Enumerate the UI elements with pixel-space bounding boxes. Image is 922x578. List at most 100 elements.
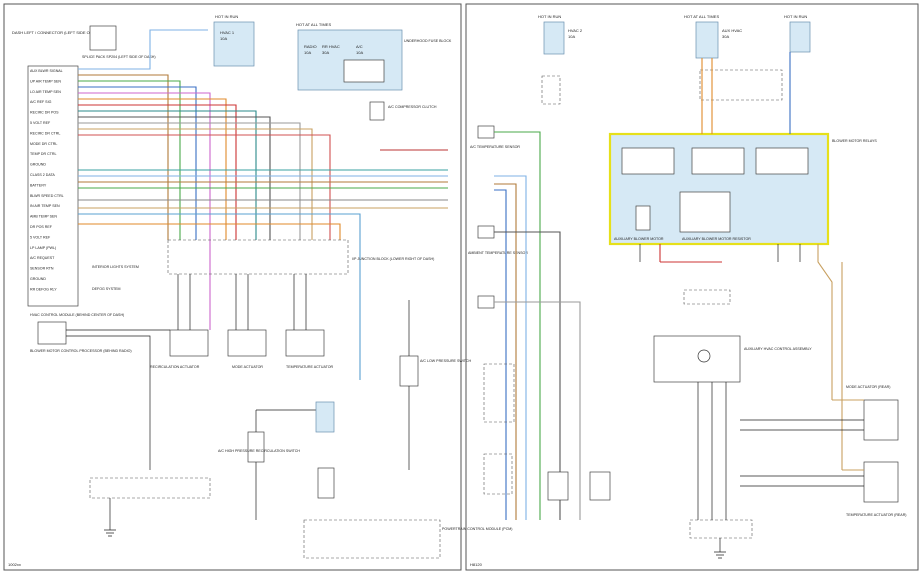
aux-hvac-label: AUXILIARY HVAC CONTROL ASSEMBLY — [744, 347, 812, 351]
low-speed-relay — [755, 147, 809, 175]
underhood-fuse-lower — [315, 401, 335, 433]
ac-clutch-label: A/C COMPRESSOR CLUTCH — [388, 105, 437, 109]
hvac-pin-label: SENSOR RTN — [30, 267, 54, 271]
lower-temp-sensor — [477, 125, 495, 139]
hvac-pin-label: IN AIR TEMP SEN — [30, 204, 60, 208]
hvac-pin-label: GROUND — [30, 163, 46, 167]
fuse-box-hvac2 — [543, 21, 565, 55]
fuse-ac-amp: 10A — [356, 50, 363, 55]
rear-temp-label: TEMPERATURE ACTUATOR (REAR) — [846, 513, 907, 517]
high-speed-relay — [621, 147, 675, 175]
rear-actuator-wires — [740, 399, 864, 487]
hvac-pin-label: RECIRC DR POS — [30, 111, 59, 115]
temp-label: TEMPERATURE ACTUATOR — [286, 365, 334, 369]
relay-feed-wires — [639, 52, 843, 470]
body-connector-left — [541, 75, 561, 105]
hvac-pin-label: DR POS REF — [30, 225, 53, 229]
high-pressure-wires — [255, 409, 320, 520]
underhood-fuse-label: UNDERHOOD FUSE BLOCK — [404, 39, 452, 43]
hvac-pin-label: MODE DR CTRL — [30, 142, 57, 146]
ambient-sensor-2 — [589, 471, 611, 501]
fuse-rrhvac-name: RR HVAC — [322, 44, 340, 49]
splice-pack — [89, 25, 117, 51]
actuators: RECIRCULATION ACTUATOR MODE ACTUATOR TEM… — [150, 274, 334, 369]
ac-high-press-label: A/C HIGH PRESSURE RECIRCULATION SWITCH — [218, 449, 300, 453]
aux-hvac-control-assembly — [653, 335, 741, 383]
aux-blower-resistor — [679, 191, 731, 233]
hvac-pin-label: AUX BLWR SIGNAL — [30, 69, 63, 73]
dash-connector-label: DASH LEFT / CONNECTOR (LEFT SIDE OF DASH… — [12, 30, 106, 35]
blower-control-wires — [66, 329, 170, 470]
interior-lights-connector — [683, 289, 731, 305]
defog-label: DEFOG SYSTEM — [92, 287, 121, 291]
hot-in-run-label-3: HOT IN RUN — [784, 14, 807, 19]
hvac-pin-label: TEMP DR CTRL — [30, 152, 57, 156]
sensor-wires — [494, 131, 581, 520]
aux-blower-motor — [635, 205, 651, 231]
ip-connector-top-right — [699, 69, 783, 101]
fuse-box-hvac1 — [213, 21, 255, 67]
splice-label: SPLICE PACK SP204 (LEFT SIDE OF DASH) — [82, 55, 156, 59]
fuse-hvac1-name: HVAC 1 — [220, 30, 235, 35]
pcm-block — [303, 519, 441, 559]
ac-high-pressure-switch — [247, 431, 265, 463]
mode-actuator — [227, 329, 267, 357]
hvac-pin-label: A/C REF SIG — [30, 100, 52, 104]
fuse-ac-name: A/C — [356, 44, 363, 49]
pcm-label: POWERTRAIN CONTROL MODULE (PCM) — [442, 527, 512, 531]
left-figure-number: 1002xx — [8, 562, 21, 567]
rear-mode-actuator — [863, 399, 899, 441]
blower-switch-icon — [697, 349, 711, 363]
aux-control-ground-wires — [697, 382, 727, 520]
right-panel-frame — [465, 3, 919, 571]
hot-in-run-label-1: HOT IN RUN — [215, 14, 238, 19]
hvac-pin-label: RECIRC DR CTRL — [30, 131, 60, 135]
ip-junction-block — [167, 239, 349, 275]
hot-in-run-label-2: HOT IN RUN — [538, 14, 561, 19]
aux-blower-label: AUXILIARY BLOWER MOTOR — [614, 237, 664, 241]
hvac-pin-label: LP LAMP (PWL) — [30, 246, 56, 250]
fuse-auxhvac-amp: 30A — [722, 34, 729, 39]
blower-relays-label: BLOWER MOTOR RELAYS — [832, 139, 877, 143]
recirc-actuator — [169, 329, 209, 357]
hvac-pin-label: 5 VOLT REF — [30, 121, 51, 125]
ground-icon — [104, 529, 116, 537]
ac-low-pressure-switch — [399, 355, 419, 387]
ac-clutch-coil — [369, 101, 385, 121]
fuse-hvac1-amp: 10A — [220, 36, 227, 41]
ac-clutch-relay — [343, 59, 385, 83]
interior-lights-label: INTERIOR LIGHTS SYSTEM — [92, 265, 139, 269]
fuse-hvac2-amp: 10A — [568, 34, 575, 39]
ambient-sensor-label: AMBIENT TEMPERATURE SENSOR — [468, 251, 528, 255]
fuse-hvac2-name: HVAC 2 — [568, 28, 583, 33]
junction-label: I/P JUNCTION BLOCK (LOWER RIGHT OF DASH) — [352, 257, 434, 261]
fuse-rrhvac-amp: 30A — [322, 50, 329, 55]
rear-mode-label: MODE ACTUATOR (REAR) — [846, 385, 890, 389]
ac-clutch-relay-lower — [317, 467, 335, 499]
right-splice-block — [689, 519, 753, 539]
body-relay-block — [483, 453, 513, 495]
fuse-box-right — [789, 21, 811, 53]
hvac-pin-label: 5 VOLT REF — [30, 235, 51, 239]
hvac-pin-label: RR DEFOG RLY — [30, 287, 57, 291]
mode-label: MODE ACTUATOR — [232, 365, 263, 369]
hot-at-all-times-label-1: HOT AT ALL TIMES — [296, 22, 331, 27]
hvac-pin-label: BATTERY — [30, 183, 47, 187]
lr-temp-sensor-label: A/C TEMPERATURE SENSOR — [470, 145, 520, 149]
right-figure-number: H8120 — [470, 562, 483, 567]
rear-temp-actuator — [863, 461, 899, 503]
ambient-temp-sensor — [477, 225, 495, 239]
fuse-auxhvac-name: AUX HVAC — [722, 28, 742, 33]
med-speed-relay — [691, 147, 745, 175]
hvac-control-module — [27, 65, 79, 307]
blower-relay-group — [621, 147, 809, 233]
fuse-radio-amp: 10A — [304, 50, 311, 55]
fuse-box-aux-hvac — [695, 21, 719, 59]
hot-at-all-times-label-2: HOT AT ALL TIMES — [684, 14, 719, 19]
hvac-module-label: HVAC CONTROL MODULE (BEHIND CENTER OF DA… — [30, 313, 124, 317]
hvac-pin-label: GROUND — [30, 277, 46, 281]
upper-temp-sensor — [477, 295, 495, 309]
lower-temp-sensor-2 — [547, 471, 569, 501]
